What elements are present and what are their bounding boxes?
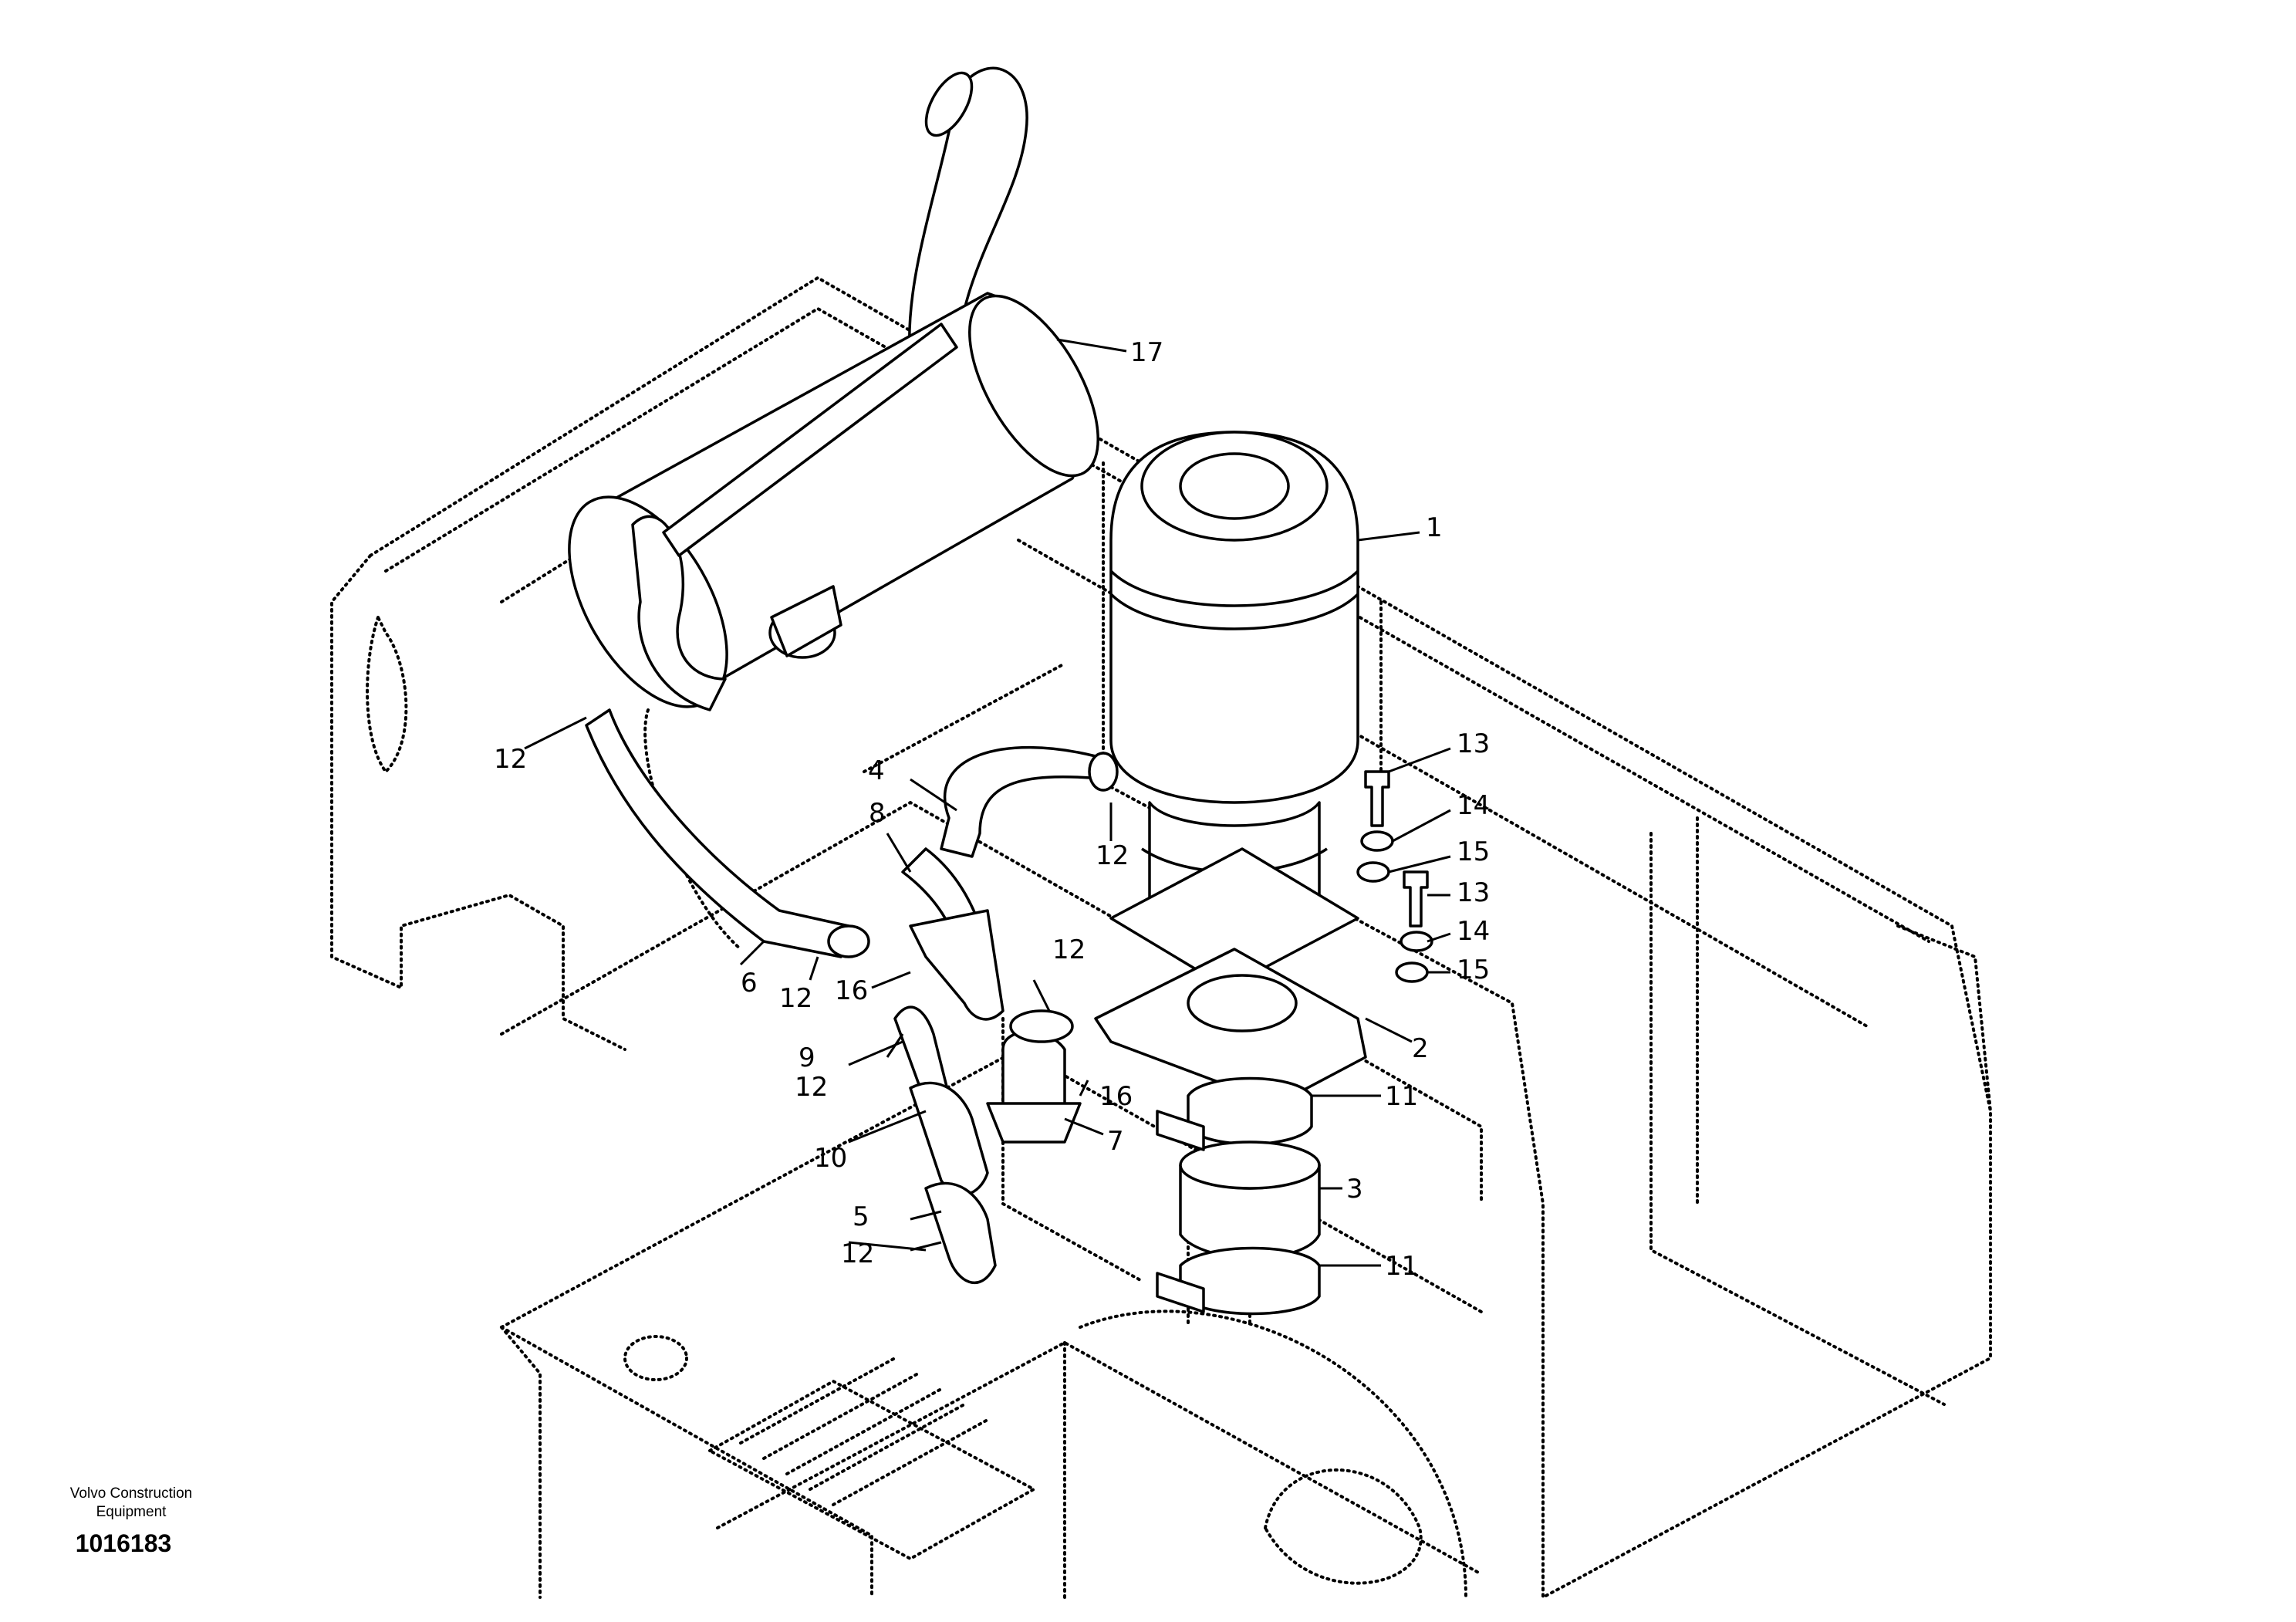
- callout-14a: 14: [1457, 790, 1490, 821]
- callout-6: 6: [741, 968, 758, 999]
- callout-12c: 12: [779, 983, 812, 1014]
- callout-13b: 13: [1457, 877, 1490, 908]
- callout-12a: 12: [494, 744, 527, 775]
- company-line-1: Volvo Construction: [69, 1485, 193, 1502]
- callout-14b: 14: [1457, 916, 1490, 947]
- callout-12e: 12: [795, 1072, 828, 1103]
- callout-15b: 15: [1457, 955, 1490, 985]
- callout-9: 9: [799, 1042, 815, 1073]
- callout-8: 8: [869, 798, 886, 829]
- document-number: 1016183: [75, 1529, 172, 1557]
- callout-15a: 15: [1457, 836, 1490, 867]
- leader-lines: [524, 338, 1451, 1267]
- callout-4: 4: [868, 755, 885, 786]
- callout-13a: 13: [1457, 728, 1490, 759]
- company-caption: Volvo Construction Equipment: [31, 1485, 231, 1522]
- callout-11b: 11: [1385, 1251, 1418, 1282]
- callout-7: 7: [1107, 1126, 1124, 1157]
- callout-3: 3: [1346, 1174, 1363, 1205]
- callout-17: 17: [1130, 337, 1163, 368]
- callout-5: 5: [853, 1201, 869, 1232]
- callout-16b: 16: [1099, 1081, 1133, 1112]
- fittings: [893, 1005, 1082, 1284]
- callout-1: 1: [1426, 512, 1443, 543]
- callout-10: 10: [814, 1143, 847, 1174]
- air-cleaner: [1109, 431, 1359, 989]
- callout-12f: 12: [841, 1238, 874, 1269]
- callout-2: 2: [1412, 1033, 1429, 1064]
- callout-labels: 1 2 3 4 5 6 7 8 9 10 11 11 12 12 12 12 1…: [494, 337, 1490, 1282]
- hose-and-clamps: [1156, 1076, 1321, 1316]
- callout-11a: 11: [1385, 1081, 1418, 1112]
- company-line-2: Equipment: [96, 1504, 167, 1520]
- callout-16a: 16: [835, 975, 868, 1006]
- intake-hose: [940, 745, 1119, 858]
- fasteners: [1356, 770, 1433, 983]
- callout-12d: 12: [1052, 934, 1086, 965]
- muffler: [568, 66, 1099, 711]
- hoses: [585, 708, 1004, 1021]
- callout-12b: 12: [1096, 840, 1129, 871]
